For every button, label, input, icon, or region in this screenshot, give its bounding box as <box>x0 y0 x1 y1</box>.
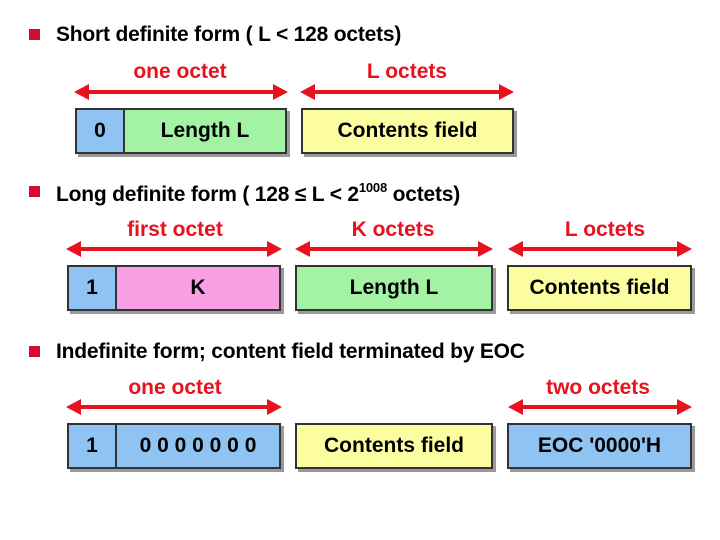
indefinite-form-heading: Indefinite form; content field terminate… <box>56 340 525 363</box>
indefinite-form-arrow-two-octets <box>508 399 692 415</box>
short-form-heading: Short definite form ( L < 128 octets) <box>56 23 402 46</box>
long-form-heading-suffix: octets) <box>387 183 461 206</box>
long-form-label-l-octets: L octets <box>564 218 646 241</box>
long-form-length-field: Length L <box>295 265 493 311</box>
long-form-heading-prefix: Long definite form ( 128 ≤ L < 2 <box>56 183 359 206</box>
indefinite-form-bit-cell: 1 <box>69 425 117 467</box>
long-form-bullet <box>29 186 40 197</box>
indefinite-form-label-two-octets: two octets <box>546 376 650 399</box>
long-form-k-cell: K <box>117 267 279 309</box>
long-form-arrow-k-octets <box>295 241 493 257</box>
short-form-label-one-octet: one octet <box>133 60 227 83</box>
long-form-label-k-octets: K octets <box>351 218 435 241</box>
long-form-heading-exponent: 1008 <box>358 180 387 195</box>
short-form-bit-cell: 0 <box>77 110 125 152</box>
short-form-arrow-l-octets <box>300 84 514 100</box>
short-form-arrow-one-octet <box>74 84 288 100</box>
indefinite-form-contents-field: Contents field <box>295 423 493 469</box>
indefinite-form-zeros-cell: 0 0 0 0 0 0 0 <box>117 425 279 467</box>
long-form-contents-field: Contents field <box>507 265 692 311</box>
short-form-length-cell: Length L <box>125 110 285 152</box>
short-form-contents-field: Contents field <box>301 108 514 154</box>
long-form-label-first-octet: first octet <box>127 218 223 241</box>
indefinite-form-first-octet: 1 0 0 0 0 0 0 0 <box>67 423 281 469</box>
long-form-bit-cell: 1 <box>69 267 117 309</box>
long-form-first-octet: 1 K <box>67 265 281 311</box>
short-form-label-l-octets: L octets <box>366 60 448 83</box>
indefinite-form-arrow-one-octet <box>66 399 282 415</box>
indefinite-form-eoc-field: EOC '0000'H <box>507 423 692 469</box>
indefinite-form-bullet <box>29 346 40 357</box>
short-form-bullet <box>29 29 40 40</box>
long-form-arrow-l-octets <box>508 241 692 257</box>
long-form-heading: Long definite form ( 128 ≤ L < 21008 oct… <box>56 180 460 207</box>
indefinite-form-label-one-octet: one octet <box>128 376 222 399</box>
short-form-length-octet: 0 Length L <box>75 108 287 154</box>
long-form-arrow-first-octet <box>66 241 282 257</box>
